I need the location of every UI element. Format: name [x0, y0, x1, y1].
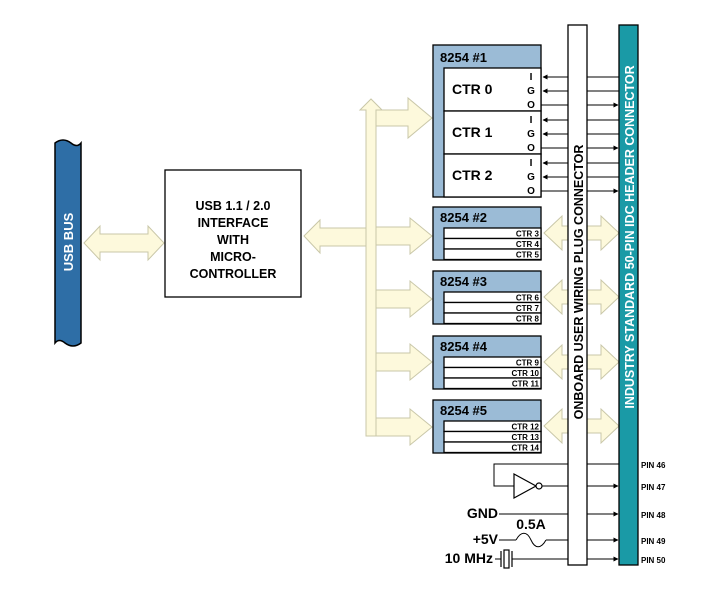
ctr2-pin-o: O	[527, 186, 535, 197]
ctr10-label: CTR 10	[511, 369, 539, 378]
bus-spine	[358, 98, 384, 437]
bus-branch-4	[375, 342, 433, 382]
chip-8254-5: 8254 #5 CTR 12 CTR 13 CTR 14	[432, 399, 542, 454]
onboard-connector-label: ONBOARD USER WIRING PLUG CONNECTOR	[572, 145, 586, 420]
pin-48-label: PIN 48	[641, 511, 666, 520]
pin-50-label: PIN 50	[641, 556, 666, 565]
interface-line-1: USB 1.1 / 2.0	[195, 199, 270, 213]
bus-branch-2	[375, 216, 433, 256]
pin-47-label: PIN 47	[641, 483, 666, 492]
idc-header-connector: INDUSTRY STANDARD 50-PIN IDC HEADER CONN…	[618, 24, 666, 566]
onboard-connector: ONBOARD USER WIRING PLUG CONNECTOR	[567, 24, 588, 566]
inverter-icon	[513, 472, 538, 500]
ctr13-label: CTR 13	[511, 433, 539, 442]
ctr1-pin-o: O	[527, 143, 535, 154]
interface-line-3: WITH	[217, 233, 249, 247]
usb-link-arrow	[83, 224, 165, 262]
bus-branch-5	[375, 407, 433, 447]
idc-header-label: INDUSTRY STANDARD 50-PIN IDC HEADER CONN…	[623, 65, 637, 408]
ctr8-label: CTR 8	[516, 315, 540, 324]
plus5v-signal: +5V 0.5A	[473, 516, 619, 548]
interface-line-2: INTERFACE	[198, 216, 269, 230]
usb-bus: USB BUS	[54, 139, 82, 347]
pin46-inverter-loop	[493, 463, 620, 500]
ctr3-label: CTR 3	[516, 230, 540, 239]
pin-46-label: PIN 46	[641, 461, 666, 470]
pin-49-label: PIN 49	[641, 537, 666, 546]
ctr11-label: CTR 11	[512, 380, 540, 389]
usb-bus-label: USB BUS	[61, 212, 76, 271]
interface-line-4: MICRO-	[210, 250, 256, 264]
bus-branch-1	[375, 96, 433, 140]
ctr0-pin-o: O	[527, 100, 535, 111]
crystal-icon	[500, 549, 513, 569]
ctr2-label: CTR 2	[452, 167, 493, 183]
clock-signal: 10 MHz	[445, 549, 619, 569]
ctr1-pin-i: I	[530, 115, 533, 126]
chip2-title: 8254 #2	[440, 210, 487, 225]
chip-8254-2: 8254 #2 CTR 3 CTR 4 CTR 5	[432, 206, 542, 261]
ctr0-pin-i: I	[530, 72, 533, 83]
plus5v-label: +5V	[473, 531, 499, 547]
ctr14-label: CTR 14	[511, 444, 539, 453]
chip-8254-1: 8254 #1 CTR 0 CTR 1 CTR 2 I G O I G O I …	[432, 44, 542, 198]
bus-branch-3	[375, 279, 433, 319]
chip5-title: 8254 #5	[440, 403, 487, 418]
chip-8254-3: 8254 #3 CTR 6 CTR 7 CTR 8	[432, 270, 542, 325]
ctr1-pin-g: G	[527, 129, 535, 140]
ctr9-label: CTR 9	[516, 359, 540, 368]
ctr12-label: CTR 12	[511, 423, 539, 432]
ctr2-pin-i: I	[530, 158, 533, 169]
ctr5-label: CTR 5	[516, 251, 540, 260]
gnd-signal: GND	[467, 505, 619, 521]
chip3-title: 8254 #3	[440, 274, 487, 289]
ctr0-pin-g: G	[527, 86, 535, 97]
bus-stem-arrow	[303, 218, 367, 255]
chip-8254-4: 8254 #4 CTR 9 CTR 10 CTR 11	[432, 335, 542, 390]
fuse-icon	[515, 532, 547, 548]
ctr4-label: CTR 4	[516, 240, 540, 249]
interface-line-5: CONTROLLER	[190, 267, 277, 281]
clock-label: 10 MHz	[445, 550, 493, 566]
chip1-title: 8254 #1	[440, 50, 487, 65]
fuse-label: 0.5A	[516, 516, 546, 532]
internal-bus	[303, 96, 433, 447]
chip4-title: 8254 #4	[440, 339, 488, 354]
gnd-label: GND	[467, 505, 498, 521]
usb-interface-box: USB 1.1 / 2.0 INTERFACE WITH MICRO- CONT…	[164, 169, 302, 298]
usb-bus-shape	[54, 139, 82, 347]
ctr2-pin-g: G	[527, 172, 535, 183]
ctr7-label: CTR 7	[516, 304, 540, 313]
ctr6-label: CTR 6	[516, 294, 540, 303]
ctr0-label: CTR 0	[452, 81, 493, 97]
ctr1-label: CTR 1	[452, 124, 493, 140]
